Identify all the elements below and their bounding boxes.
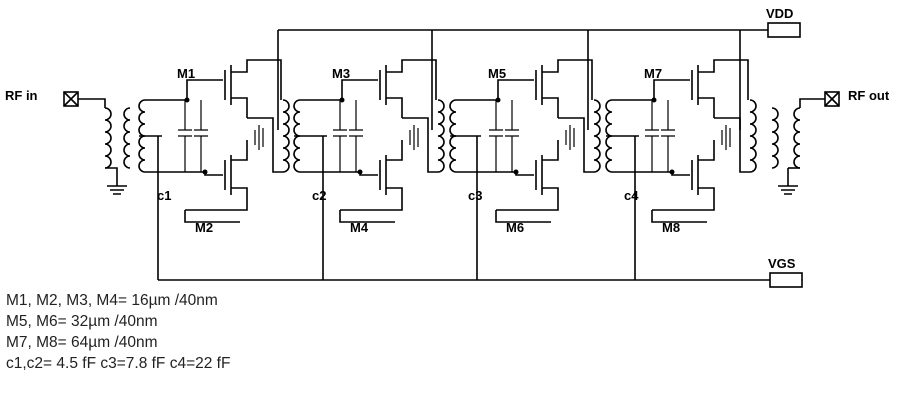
label-m4: M4 bbox=[350, 220, 369, 235]
label-c2: c2 bbox=[312, 188, 326, 203]
spec-line-4: c1,c2= 4.5 fF c3=7.8 fF c4=22 fF bbox=[6, 355, 231, 372]
spec-line-2: M5, M6= 32µm /40nm bbox=[6, 313, 158, 330]
rf-input-port bbox=[63, 91, 106, 108]
spec-line-3: M7, M8= 64µm /40nm bbox=[6, 334, 158, 351]
label-c3: c3 bbox=[468, 188, 482, 203]
spec-line-1: M1, M2, M3, M4= 16µm /40nm bbox=[6, 292, 218, 309]
vgs-rail bbox=[158, 272, 803, 288]
input-transformer bbox=[104, 107, 131, 170]
label-m1: M1 bbox=[177, 66, 195, 81]
input-ground bbox=[107, 170, 127, 195]
rf-out-label: RF out bbox=[848, 88, 890, 103]
label-m3: M3 bbox=[332, 66, 350, 81]
vdd-rail bbox=[278, 22, 801, 38]
label-c1: c1 bbox=[157, 188, 171, 203]
rf-in-label: RF in bbox=[5, 88, 38, 103]
output-ground bbox=[778, 168, 798, 195]
output-transformer bbox=[771, 107, 801, 169]
label-m6: M6 bbox=[506, 220, 524, 235]
vgs-label: VGS bbox=[768, 256, 796, 271]
label-m2: M2 bbox=[195, 220, 213, 235]
label-m8: M8 bbox=[662, 220, 680, 235]
rf-output-port bbox=[799, 91, 840, 108]
label-m7: M7 bbox=[644, 66, 662, 81]
label-c4: c4 bbox=[624, 188, 639, 203]
vdd-label: VDD bbox=[766, 6, 793, 21]
label-m5: M5 bbox=[488, 66, 506, 81]
device-sizes-notes: M1, M2, M3, M4= 16µm /40nm M5, M6= 32µm … bbox=[6, 290, 230, 374]
